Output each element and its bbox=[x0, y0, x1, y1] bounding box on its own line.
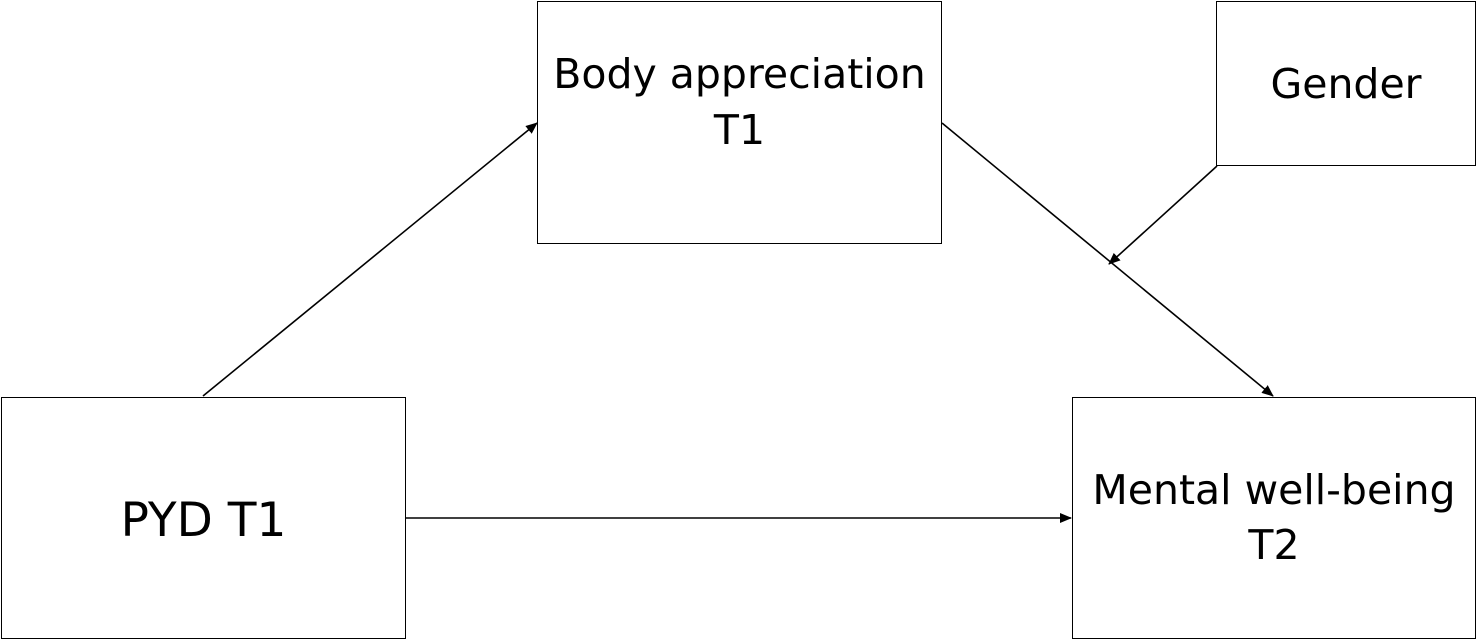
arrow-pyd-to-body-appreciation bbox=[202, 122, 538, 397]
node-pyd: PYD T1 bbox=[1, 397, 406, 639]
node-body-appreciation: Body appreciation T1 bbox=[537, 1, 942, 244]
node-mental-wellbeing: Mental well-being T2 bbox=[1072, 397, 1476, 639]
node-pyd-label: PYD T1 bbox=[120, 493, 287, 549]
node-body-appreciation-line1: Body appreciation bbox=[553, 50, 926, 99]
node-body-appreciation-line2: T1 bbox=[713, 105, 766, 154]
node-gender: Gender bbox=[1216, 1, 1476, 166]
arrow-gender-moderation bbox=[1108, 165, 1218, 265]
node-gender-label: Gender bbox=[1270, 59, 1422, 108]
node-mental-wellbeing-line2: T2 bbox=[1248, 521, 1300, 569]
node-mental-wellbeing-line1: Mental well-being bbox=[1092, 465, 1456, 514]
